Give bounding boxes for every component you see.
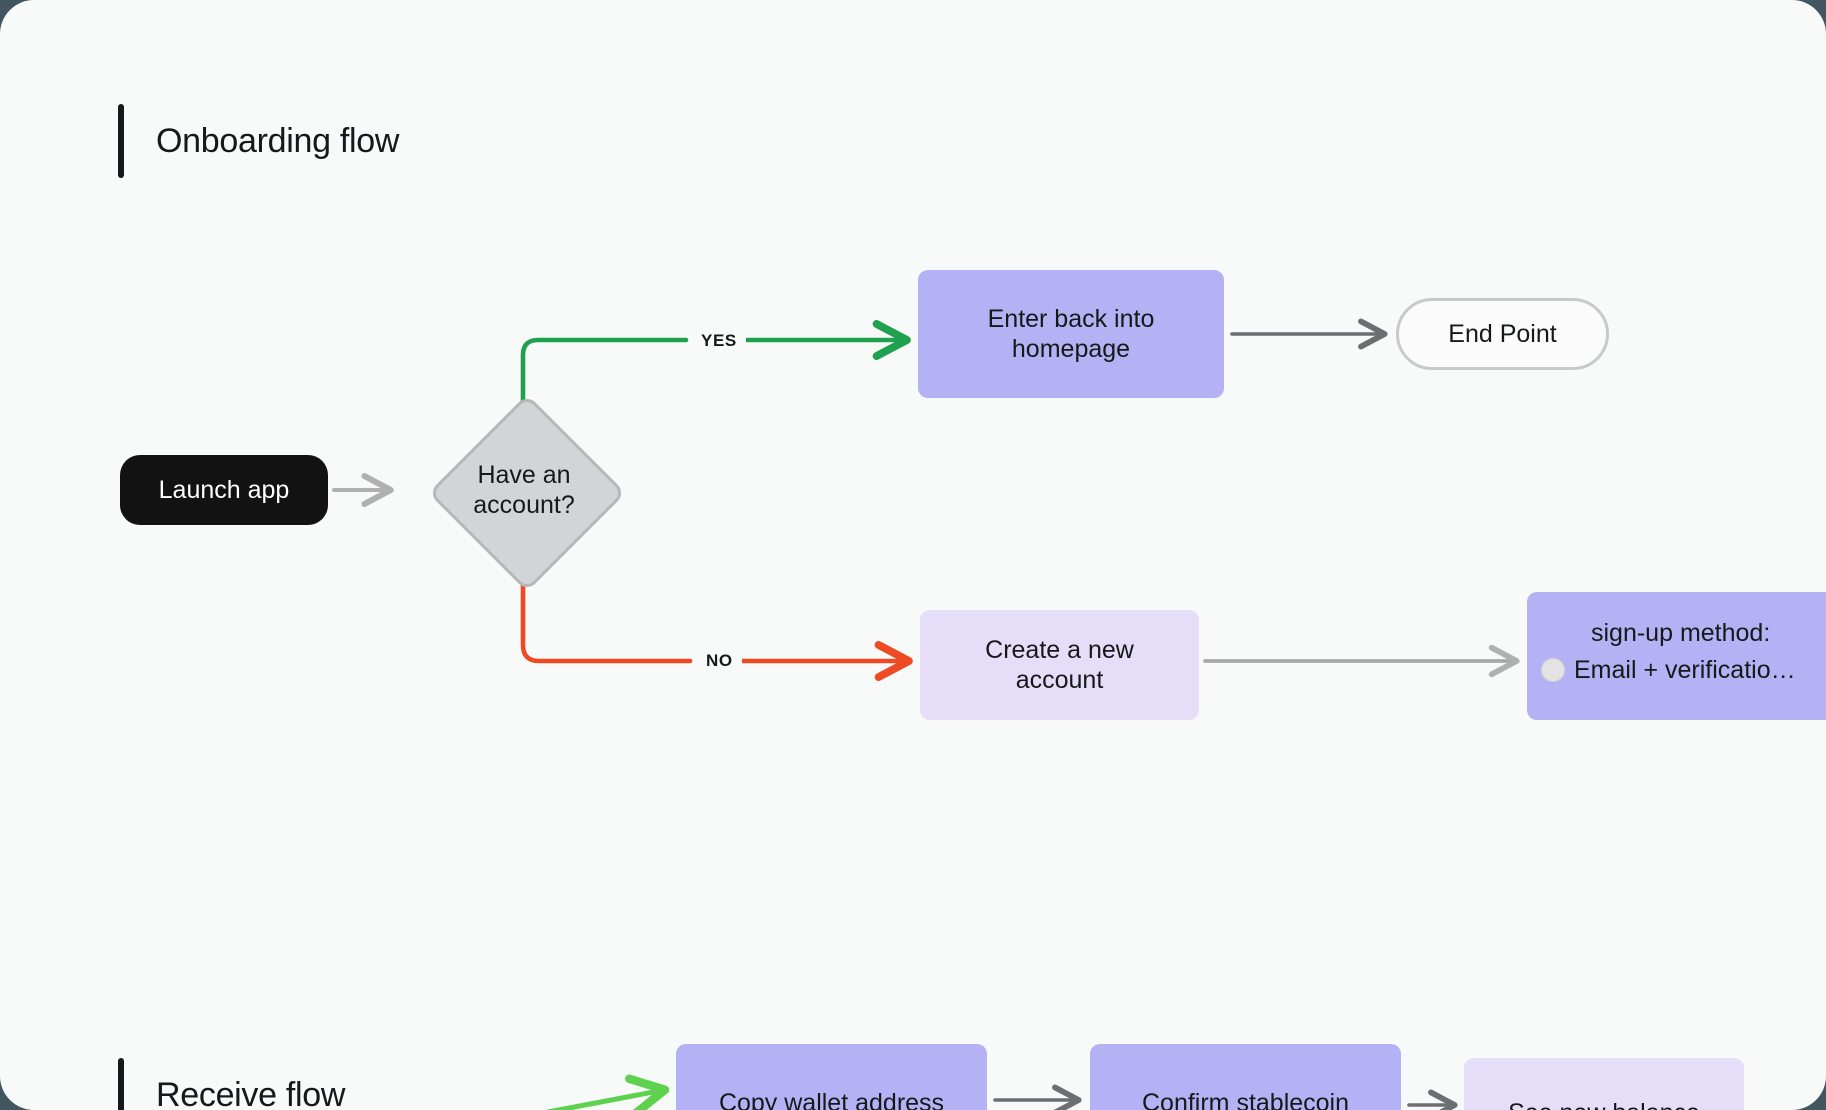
edge-label-yes: YES <box>692 331 746 351</box>
edge-decision-no <box>520 575 693 664</box>
node-copy-wallet-address-label: Copy wallet address <box>718 1088 945 1110</box>
node-decision-label: Have an account? <box>439 460 609 521</box>
node-decision-label-line2: account? <box>473 491 575 519</box>
section-title-receive: Receive flow <box>156 1076 346 1110</box>
node-confirm-stablecoin[interactable]: Confirm stablecoin <box>1090 1044 1401 1110</box>
section-accent-bar <box>118 1058 124 1110</box>
edge-label-no: NO <box>697 651 742 671</box>
node-launch-app[interactable]: Launch app <box>120 455 328 525</box>
node-end-point[interactable]: End Point <box>1396 298 1609 370</box>
node-decision-label-line1: Have an <box>477 460 571 489</box>
node-see-new-balance[interactable]: See new balance <box>1464 1058 1744 1110</box>
node-create-account-label: Create a new account <box>985 635 1134 695</box>
node-enter-homepage-text: Enter back into homepage <box>988 304 1155 365</box>
node-enter-back-into-homepage[interactable]: Enter back into homepage <box>918 270 1224 398</box>
node-see-new-balance-label: See new balance <box>1508 1098 1700 1110</box>
radio-dot-icon[interactable] <box>1541 657 1565 682</box>
section-heading-receive: Receive flow <box>118 1058 345 1110</box>
node-enter-homepage-line1: Enter back into <box>987 304 1155 333</box>
node-copy-wallet-address[interactable]: Copy wallet address <box>676 1044 987 1110</box>
node-sign-up-method[interactable]: sign-up method: Email + verificatio… <box>1527 592 1826 720</box>
node-signup-method-option-label: Email + verificatio… <box>1574 655 1796 684</box>
section-heading-onboarding: Onboarding flow <box>118 104 399 178</box>
node-launch-app-label: Launch app <box>158 475 290 504</box>
edge-receive-entry <box>546 1074 670 1110</box>
page-title: Onboarding flow <box>156 122 400 160</box>
node-confirm-stablecoin-label: Confirm stablecoin <box>1141 1088 1350 1110</box>
node-have-an-account-decision[interactable]: Have an account? <box>400 394 648 592</box>
node-enter-homepage-line2: homepage <box>1011 335 1131 363</box>
section-accent-bar <box>118 104 124 178</box>
node-end-point-label: End Point <box>1448 319 1557 348</box>
node-create-a-new-account[interactable]: Create a new account <box>920 610 1199 720</box>
node-signup-method-option-row: Email + verificatio… <box>1541 655 1826 686</box>
node-signup-method-title: sign-up method: <box>1591 619 1771 647</box>
